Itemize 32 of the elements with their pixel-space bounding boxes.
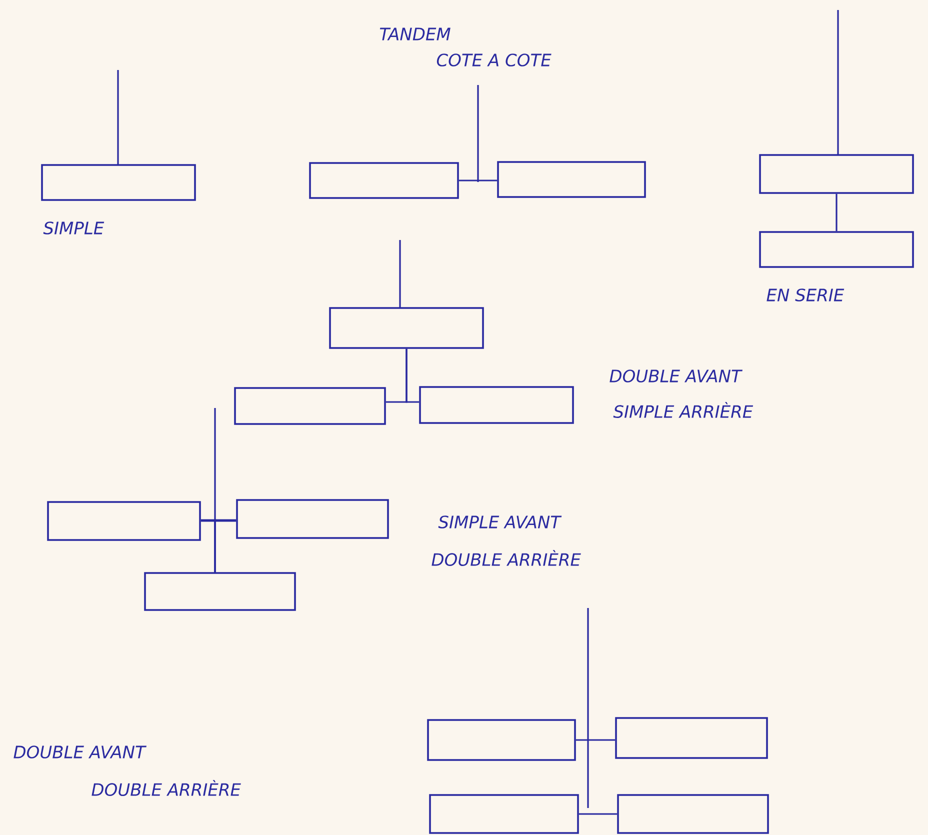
wheel-box <box>41 164 196 201</box>
wheel-box <box>419 386 574 424</box>
caption-text: DOUBLE ARRIÈRE <box>92 780 241 796</box>
caption-text: TANDEM <box>380 28 450 40</box>
wheel-box <box>759 231 914 268</box>
wheel-box <box>429 794 579 834</box>
connector-line <box>458 180 498 182</box>
connector-line <box>200 520 236 522</box>
connector-line <box>406 348 420 403</box>
connector-line <box>836 194 838 232</box>
caption-text: COTE A COTE <box>436 54 552 66</box>
wheel-box <box>615 717 768 759</box>
wheel-box <box>759 154 914 194</box>
wheel-box <box>329 307 484 349</box>
connector-line <box>214 519 236 572</box>
wheel-box <box>309 162 459 199</box>
connector-line <box>576 739 616 741</box>
wheel-box <box>427 719 576 761</box>
wheel-box <box>497 161 646 198</box>
caption-text: DOUBLE AVANT <box>14 746 146 758</box>
caption-text: DOUBLE ARRIÈRE <box>432 550 581 566</box>
wheel-box <box>47 501 201 541</box>
wheel-box <box>144 572 296 611</box>
caption-text: EN SERIE <box>766 288 844 302</box>
wheel-box <box>617 794 769 834</box>
caption-text: SIMPLE <box>43 222 104 234</box>
wheel-box <box>234 387 386 425</box>
caption-text: DOUBLE AVANT <box>610 370 742 382</box>
connector-line <box>578 813 618 815</box>
caption-text: SIMPLE ARRIÈRE <box>613 402 754 418</box>
wheel-box <box>236 499 389 539</box>
caption-text: SIMPLE AVANT <box>438 516 562 528</box>
